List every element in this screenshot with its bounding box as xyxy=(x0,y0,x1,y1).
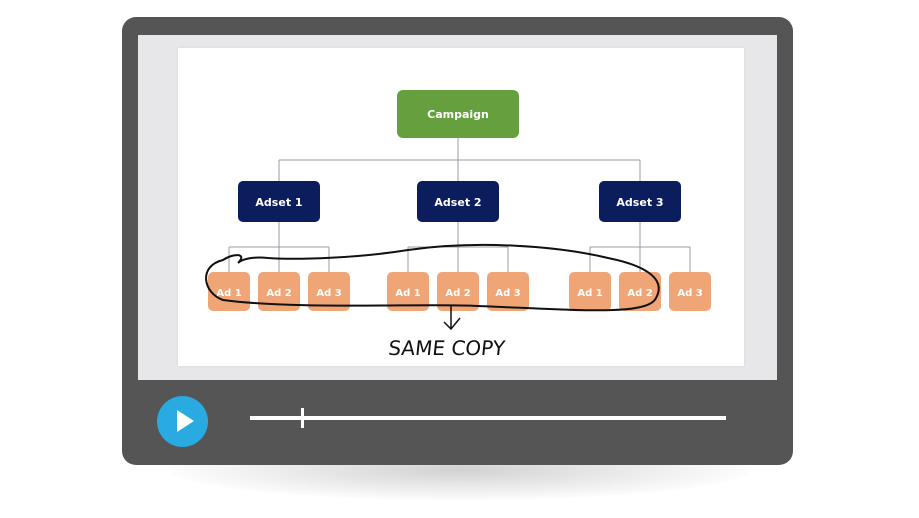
ad-node xyxy=(387,272,429,311)
ad-node xyxy=(619,272,661,311)
ad-label: Ad 3 xyxy=(316,288,341,299)
ad-label: Ad 1 xyxy=(577,288,602,299)
play-button[interactable] xyxy=(157,396,208,447)
ad-node xyxy=(308,272,350,311)
adset-label: Adset 2 xyxy=(434,196,481,209)
play-icon xyxy=(177,410,194,432)
adset-label: Adset 1 xyxy=(255,196,302,209)
adset-node xyxy=(238,181,320,222)
annotation-arrow xyxy=(443,306,461,331)
ad-node xyxy=(437,272,479,311)
ad-label: Ad 2 xyxy=(627,288,652,299)
ad-node xyxy=(569,272,611,311)
progress-thumb[interactable] xyxy=(301,408,305,428)
ad-node xyxy=(487,272,529,311)
ad-node xyxy=(258,272,300,311)
ad-label: Ad 3 xyxy=(495,288,520,299)
ad-label: Ad 1 xyxy=(216,288,241,299)
adset-label: Adset 3 xyxy=(616,196,663,209)
ad-node xyxy=(669,272,711,311)
ad-label: Ad 1 xyxy=(395,288,420,299)
adset-node xyxy=(417,181,499,222)
progress-bar[interactable] xyxy=(250,408,726,428)
campaign-label: Campaign xyxy=(427,108,489,121)
ad-label: Ad 3 xyxy=(677,288,702,299)
ad-label: Ad 2 xyxy=(445,288,470,299)
adset-node xyxy=(599,181,681,222)
hand-drawn-loop xyxy=(205,243,660,312)
campaign-node xyxy=(397,90,519,138)
annotation-text: SAME COPY xyxy=(387,336,507,360)
ad-label: Ad 2 xyxy=(266,288,291,299)
